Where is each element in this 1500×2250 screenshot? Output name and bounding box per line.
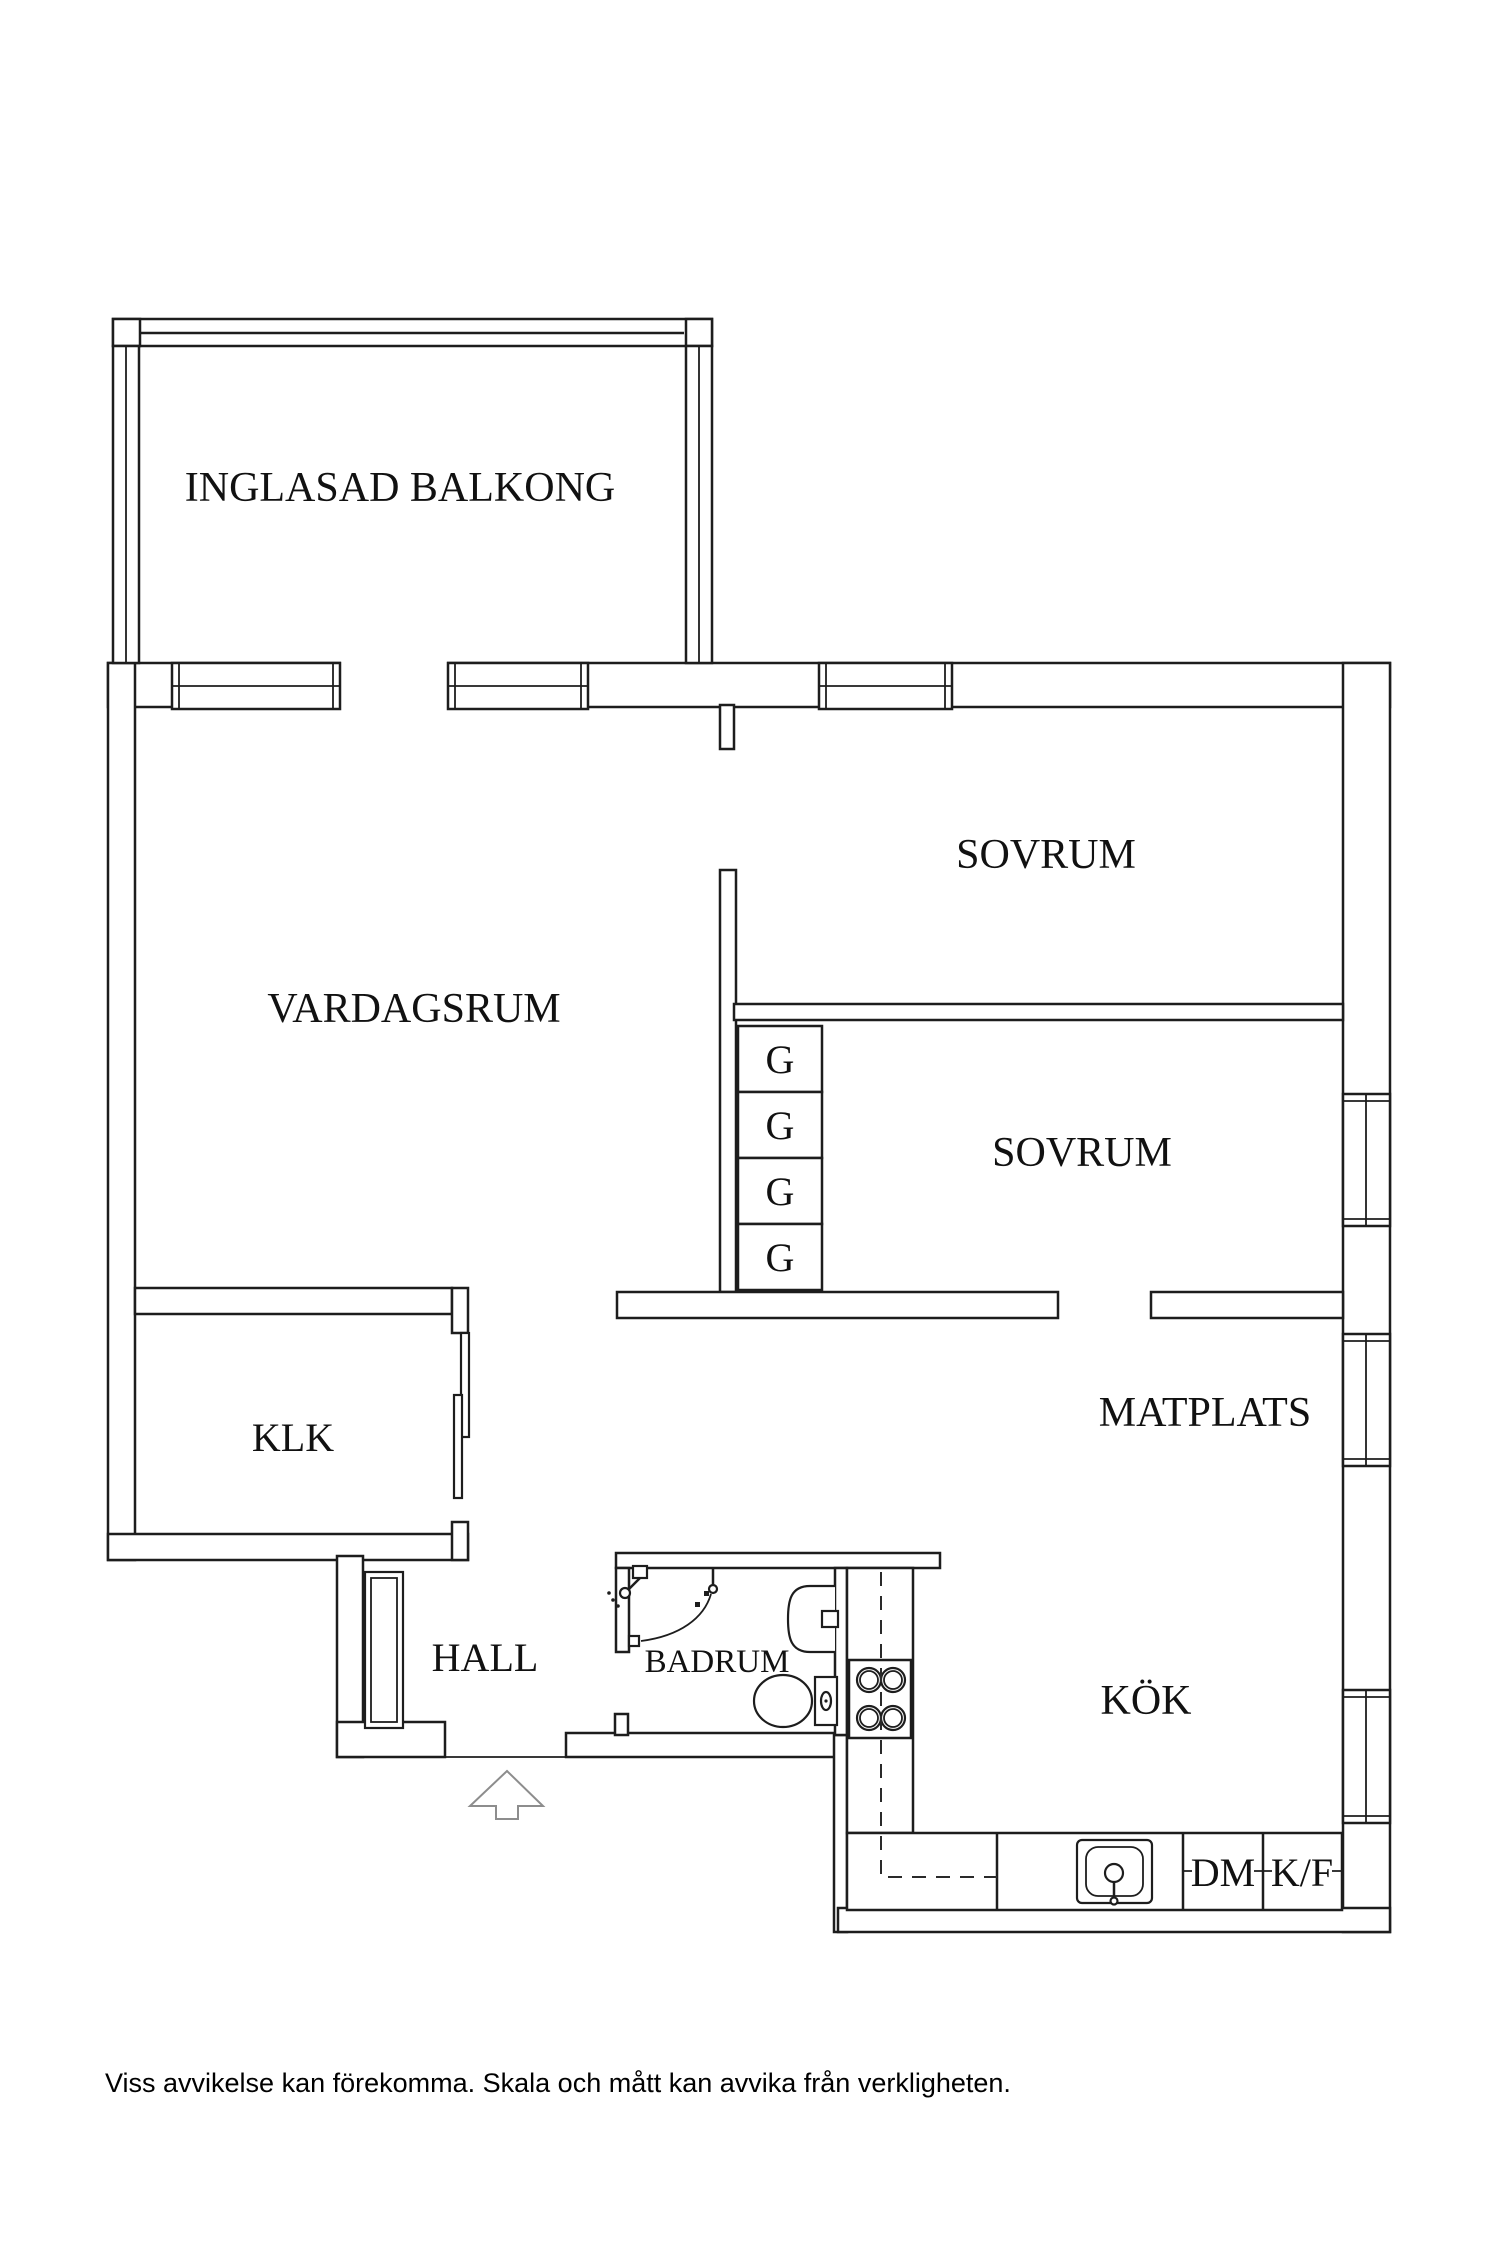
wall-left xyxy=(106,661,137,1562)
hall-closet xyxy=(363,1570,405,1730)
kf-label-bg xyxy=(1272,1852,1332,1892)
entrance-arrow-icon xyxy=(467,1769,546,1820)
wardrobe-label-2: G xyxy=(766,1103,795,1148)
kitchen-sink-icon xyxy=(1075,1838,1154,1906)
dm-label-bg xyxy=(1192,1850,1254,1892)
room-label-bathroom: BADRUM xyxy=(645,1644,790,1680)
wall-kitchen-step xyxy=(832,1733,849,1934)
klk-sliding-door-leaf-1 xyxy=(459,1331,471,1439)
room-label-balcony: INGLASAD BALKONG xyxy=(185,465,615,511)
window-bedroom2 xyxy=(1341,1092,1392,1228)
bathroom-sink-icon xyxy=(786,1584,840,1654)
bathroom-fixtures xyxy=(607,1564,840,1729)
room-label-kitchen: KÖK xyxy=(1101,1678,1192,1724)
upper-cabinet-dashed-line xyxy=(880,1572,997,1878)
windows xyxy=(170,661,1392,1825)
room-label-bedroom-1: SOVRUM xyxy=(956,832,1136,878)
wardrobe-2 xyxy=(736,1090,824,1160)
doors xyxy=(452,1331,471,1500)
shower-icon xyxy=(607,1564,649,1608)
disclaimer-text: Viss avvikelse kan förekomma. Skala och … xyxy=(105,2068,1011,2098)
wardrobe-label-1: G xyxy=(766,1037,795,1082)
room-label-living-room: VARDAGSRUM xyxy=(267,986,560,1032)
wall-kitchen-bottom xyxy=(836,1906,1392,1934)
wall-hall-bottom xyxy=(335,1720,447,1759)
window-kitchen xyxy=(1341,1688,1392,1825)
wall-bedroom1-bottom xyxy=(732,1002,1345,1022)
room-label-hall: HALL xyxy=(432,1635,539,1680)
wardrobe-label-3: G xyxy=(766,1169,795,1214)
labels: INGLASAD BALKONG VARDAGSRUM SOVRUM SOVRU… xyxy=(105,465,1333,2098)
wardrobe-label-4: G xyxy=(766,1235,795,1280)
window-living-right xyxy=(446,661,590,711)
wardrobe-cabinets xyxy=(736,1024,824,1292)
toilet-icon xyxy=(752,1673,839,1729)
wall-living-hall xyxy=(615,1290,1060,1320)
balcony-door-opening xyxy=(341,661,447,710)
wall-klk-bottom xyxy=(106,1532,470,1562)
wall-klk-top xyxy=(133,1286,454,1316)
wall-bedroom1-door-jamb xyxy=(718,703,736,751)
window-bedroom1 xyxy=(817,661,954,711)
wardrobe-4 xyxy=(736,1222,824,1292)
window-dining xyxy=(1341,1332,1392,1468)
wall-bathroom-left xyxy=(614,1566,631,1654)
room-label-klk: KLK xyxy=(252,1415,334,1460)
shower-curtain xyxy=(627,1568,719,1648)
wall-bathroom-bottom xyxy=(564,1731,840,1759)
room-label-dining: MATPLATS xyxy=(1099,1390,1311,1436)
wardrobe-3 xyxy=(736,1156,824,1226)
klk-sliding-door-leaf-2 xyxy=(452,1393,464,1500)
kitchen-fixtures xyxy=(845,1566,1344,1912)
wall-klk-top-jamb xyxy=(450,1286,470,1335)
exterior-walls xyxy=(106,661,1392,1934)
room-label-bedroom-2: SOVRUM xyxy=(992,1130,1172,1176)
window-living-left xyxy=(170,661,342,711)
interior-walls xyxy=(133,703,1345,1737)
wall-bathroom-door-jamb xyxy=(613,1712,630,1737)
appliance-label-fridge-freezer: K/F xyxy=(1271,1850,1333,1895)
appliance-label-dishwasher: DM xyxy=(1191,1850,1255,1895)
balcony-post-right xyxy=(684,317,714,348)
wall-bedroom2-dining xyxy=(1149,1290,1345,1320)
wall-living-bedroom-divider xyxy=(718,868,738,1294)
wall-bathroom-kitchen-top xyxy=(614,1551,942,1570)
balcony-structure xyxy=(111,317,714,665)
wall-klk-bottom-jamb xyxy=(450,1520,470,1562)
balcony-post-left xyxy=(111,317,142,348)
